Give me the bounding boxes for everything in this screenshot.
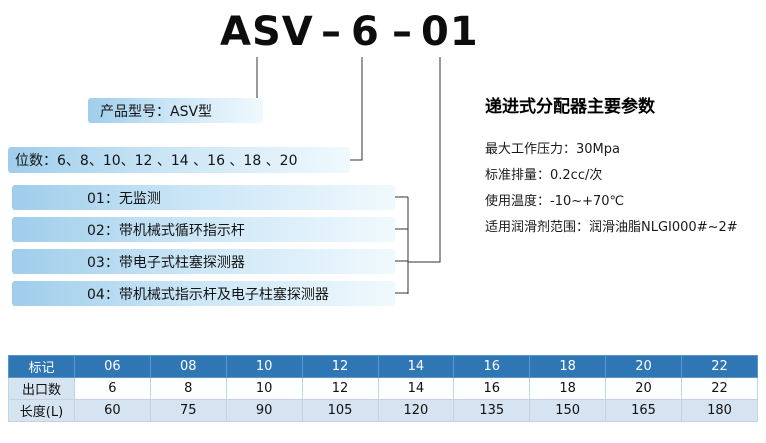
table-header-cell: 08	[149, 355, 227, 378]
table-header-cell: 10	[225, 355, 303, 378]
table-cell: 150	[529, 399, 607, 422]
table-row-label: 出口数	[8, 377, 75, 400]
positions-callout: 位数：6、8、10、12 、14 、16 、18 、20	[8, 147, 350, 173]
table-header-cell: 22	[681, 355, 758, 378]
table-header-cell: 12	[301, 355, 379, 378]
option-callout-04: 04：带机械式指示杆及电子柱塞探测器	[12, 281, 395, 306]
size-table: 标记 06 08 10 12 14 16 18 20 22 出口数 6 8 10…	[8, 355, 758, 422]
table-cell: 135	[453, 399, 531, 422]
table-cell: 16	[453, 377, 531, 400]
table-row-length: 长度(L) 60 75 90 105 120 135 150 165 180	[8, 399, 758, 422]
table-cell: 6	[74, 377, 151, 400]
table-cell: 120	[377, 399, 455, 422]
model-code-option-digits: 01	[421, 9, 479, 55]
model-code-dash-2: –	[392, 9, 413, 55]
product-model-callout: 产品型号：ASV型	[88, 98, 263, 123]
model-code-prefix: ASV	[220, 9, 314, 55]
option-callout-02: 02：带机械式循环指示杆	[12, 217, 395, 242]
table-header-cell: 20	[605, 355, 682, 378]
model-code-positions-digit: 6	[351, 9, 380, 55]
option-callout-03: 03：带电子式柱塞探测器	[12, 249, 395, 274]
table-cell: 180	[681, 399, 758, 422]
specs-heading: 递进式分配器主要参数	[485, 97, 655, 117]
table-header-cell: 16	[453, 355, 531, 378]
table-header-row: 标记 06 08 10 12 14 16 18 20 22	[8, 355, 758, 378]
option-callout-01: 01：无监测	[12, 185, 395, 210]
table-cell: 90	[225, 399, 303, 422]
table-row-label: 长度(L)	[8, 399, 75, 422]
table-cell: 60	[74, 399, 151, 422]
table-cell: 12	[301, 377, 379, 400]
table-header-cell: 14	[377, 355, 455, 378]
table-cell: 14	[377, 377, 455, 400]
table-cell: 105	[301, 399, 379, 422]
spec-displacement: 标准排量：0.2cc/次	[485, 168, 603, 183]
table-cell: 20	[605, 377, 682, 400]
spec-max-pressure: 最大工作压力：30Mpa	[485, 142, 620, 157]
table-header-cell: 06	[74, 355, 151, 378]
table-cell: 10	[225, 377, 303, 400]
table-header-cell: 标记	[8, 355, 75, 378]
spec-temperature: 使用温度：-10~+70℃	[485, 194, 625, 209]
table-cell: 22	[681, 377, 758, 400]
table-cell: 75	[149, 399, 227, 422]
table-cell: 18	[529, 377, 607, 400]
spec-lubricant-range: 适用润滑剂范围：润滑油脂NLGI000#~2#	[485, 220, 738, 235]
table-row-outlets: 出口数 6 8 10 12 14 16 18 20 22	[8, 377, 758, 400]
table-cell: 8	[149, 377, 227, 400]
table-cell: 165	[605, 399, 682, 422]
table-header-cell: 18	[529, 355, 607, 378]
model-code-dash-1: –	[321, 9, 342, 55]
